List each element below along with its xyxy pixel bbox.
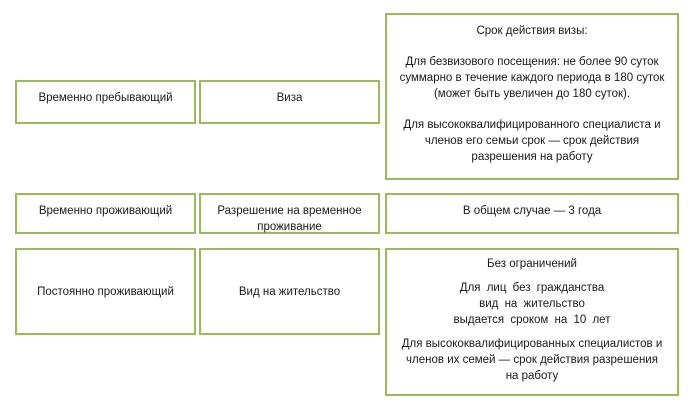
term-box-visa: Срок действия визы: Для безвизового посе… — [385, 13, 679, 180]
term-paragraph-visa-free: Для безвизового посещения: не более 90 с… — [387, 54, 677, 102]
term-line: выдается сроком на 10 лет — [453, 314, 611, 326]
document-box-residence-permit: Вид на жительство — [199, 248, 380, 335]
document-box-temporary-residence-permit: Разрешение на временное проживание — [199, 193, 380, 234]
term-line: членов их семей — срок действия разрешен… — [406, 354, 658, 366]
term-line: Для лиц без гражданства — [459, 282, 605, 294]
term-box-residence-permit: Без ограничений Для лиц без гражданства … — [385, 248, 679, 396]
status-label: Постоянно проживающий — [37, 286, 174, 298]
term-line: вид на жительство — [479, 298, 585, 310]
term-line: разрешения на работу — [471, 151, 593, 163]
status-label: Временно проживающий — [38, 205, 173, 217]
term-paragraph-specialists: Для высококвалифицированных специалистов… — [387, 336, 677, 384]
document-label: Вид на жительство — [238, 286, 341, 298]
term-line: (может быть увеличен до 180 суток). — [433, 88, 631, 100]
document-label: Виза — [276, 92, 303, 104]
term-title: Срок действия визы: — [476, 25, 588, 37]
term-line: Для высококвалифицированного специалиста… — [403, 119, 661, 131]
term-line: членов его семьи срок — срок действия — [424, 135, 640, 147]
term-paragraph-stateless: Для лиц без гражданства вид на жительств… — [387, 280, 677, 328]
document-label-line: Разрешение на временное — [217, 205, 362, 217]
term-line: на работу — [505, 370, 559, 382]
status-box-temporary-stay: Временно пребывающий — [15, 80, 196, 124]
term-line: суммарно в течение каждого периода в 180… — [399, 72, 665, 84]
term-box-temporary-residence: В общем случае — 3 года — [385, 193, 679, 234]
document-label-line: проживание — [257, 221, 322, 233]
term-line: Для безвизового посещения: не более 90 с… — [405, 56, 659, 68]
term-line: Для высококвалифицированных специалистов… — [401, 338, 663, 350]
status-box-permanent-residence: Постоянно проживающий — [15, 248, 196, 335]
term-paragraph-specialist: Для высококвалифицированного специалиста… — [387, 117, 677, 165]
document-box-visa: Виза — [199, 80, 380, 124]
status-box-temporary-residence: Временно проживающий — [15, 193, 196, 234]
term-title: В общем случае — 3 года — [462, 205, 602, 217]
status-label: Временно пребывающий — [38, 92, 173, 104]
term-title: Без ограничений — [487, 258, 577, 270]
